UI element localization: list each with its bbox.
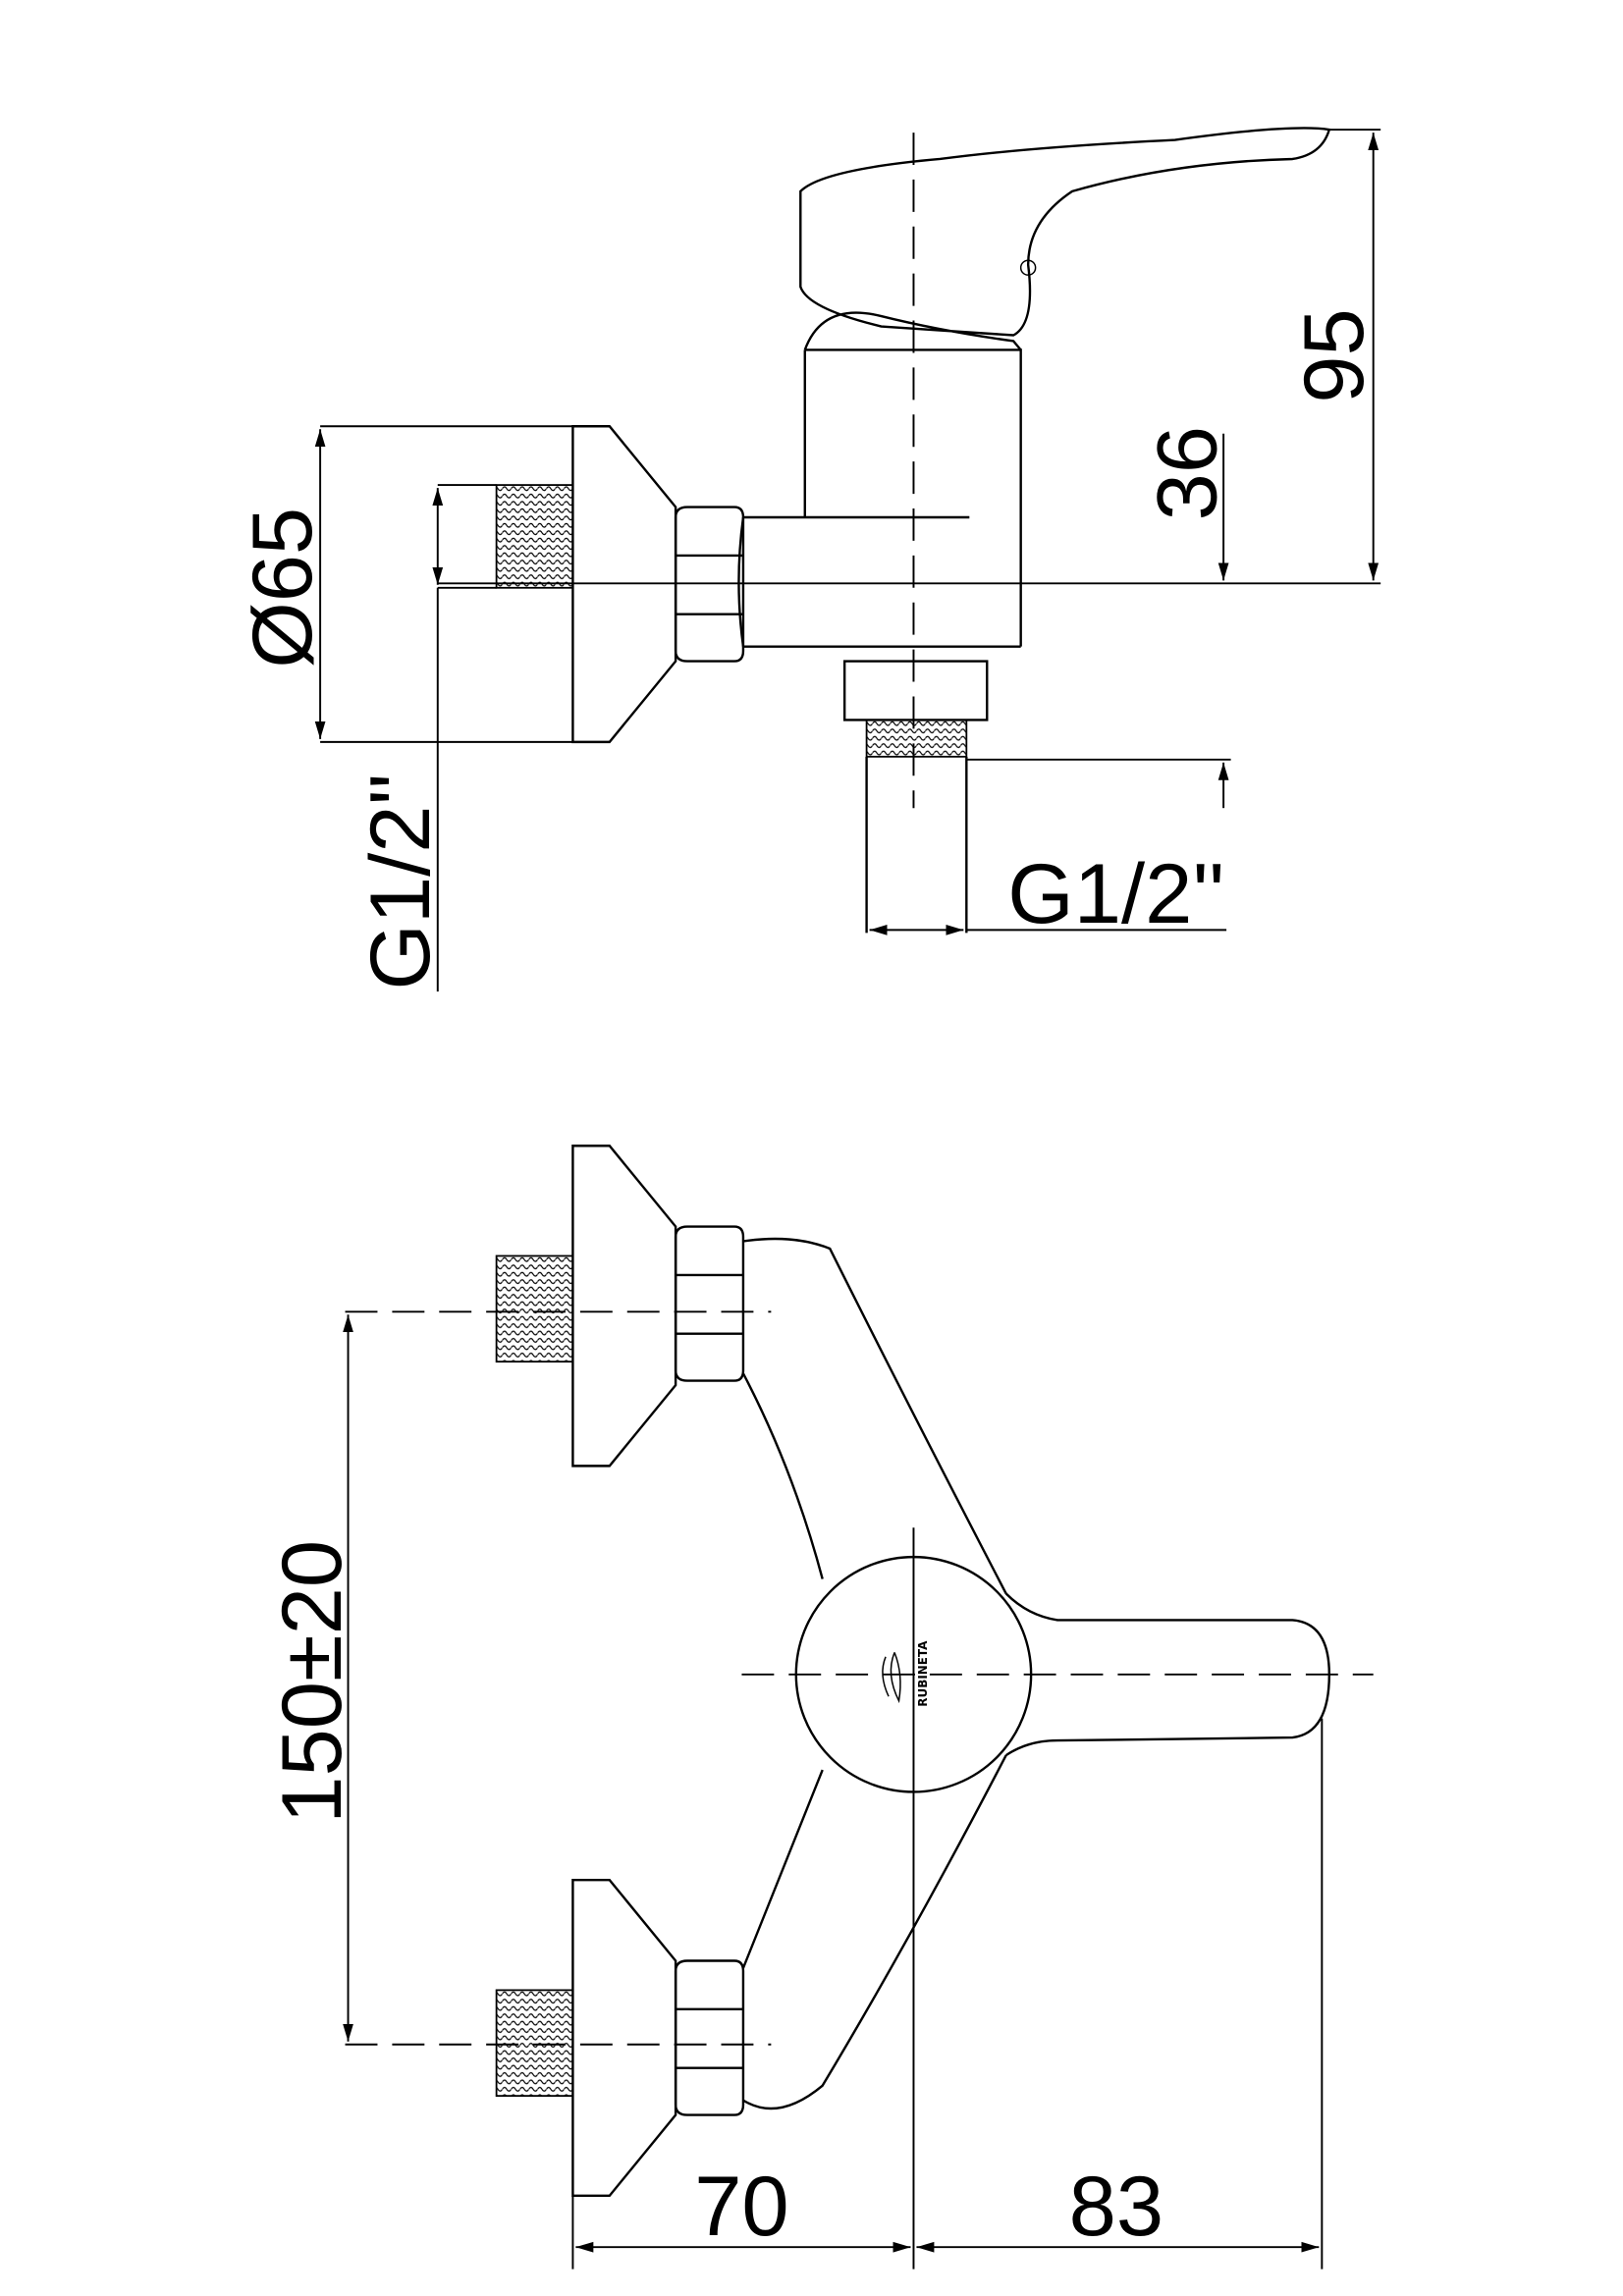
handle-side bbox=[799, 127, 1331, 351]
mixer-body-front bbox=[741, 1237, 1007, 2110]
dim-outlet-offset: 36 bbox=[1140, 426, 1235, 521]
dim-height: 95 bbox=[1286, 308, 1381, 403]
front-view: RUBINETA 150±20 70 83 bbox=[264, 1145, 1374, 2269]
dim-inlet-spacing: 150±20 bbox=[264, 1540, 359, 1824]
svg-text:RUBINETA: RUBINETA bbox=[916, 1640, 930, 1707]
upper-flange bbox=[571, 1145, 677, 1468]
dim-diameter: Ø65 bbox=[235, 507, 330, 668]
dim-center-to-handle: 83 bbox=[1069, 2159, 1164, 2254]
dim-inlet-thread: G1/2'' bbox=[352, 773, 448, 989]
dim-outlet-thread: G1/2'' bbox=[1007, 846, 1224, 941]
inlet-nut bbox=[674, 506, 745, 663]
rubineta-logo: RUBINETA bbox=[882, 1640, 930, 1707]
inlet-thread bbox=[495, 484, 574, 589]
outlet-nut bbox=[842, 660, 989, 721]
dim-wall-to-center: 70 bbox=[694, 2159, 789, 2254]
lower-inlet-thread bbox=[495, 1989, 574, 2098]
lower-flange bbox=[571, 1879, 677, 2198]
side-view: Ø65 95 36 G1/2'' G1/2'' bbox=[235, 127, 1381, 992]
upper-inlet-thread bbox=[495, 1255, 574, 1363]
outlet-thread bbox=[865, 719, 968, 758]
handle-screw bbox=[1019, 259, 1037, 276]
outlet-pipe bbox=[865, 756, 968, 934]
upper-nut bbox=[674, 1225, 745, 1382]
mixer-body bbox=[737, 348, 1022, 648]
lower-nut bbox=[674, 1959, 745, 2116]
